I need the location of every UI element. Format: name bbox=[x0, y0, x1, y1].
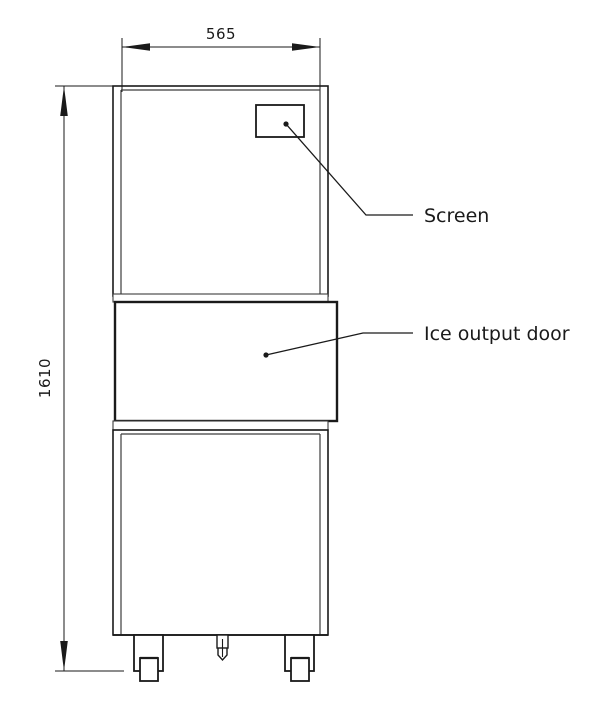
left-leg-foot bbox=[139, 657, 159, 682]
width-dimension-label: 565 bbox=[206, 25, 236, 43]
height-dimension-label: 1610 bbox=[36, 358, 54, 398]
screen-outline[interactable] bbox=[255, 104, 305, 138]
screen-leader-line bbox=[285, 123, 413, 216]
cabinet-body bbox=[112, 85, 339, 682]
lower-cabinet-panel bbox=[112, 429, 329, 636]
right-leg bbox=[284, 634, 315, 682]
ice-door-bottom-rail bbox=[112, 420, 329, 431]
left-leg bbox=[133, 634, 164, 682]
center-drain-fitting bbox=[216, 634, 229, 662]
screen-label: Screen bbox=[424, 205, 489, 227]
ice-output-door-label: Ice output door bbox=[424, 323, 570, 345]
lower-panel-outer bbox=[112, 429, 329, 636]
callout-screen: Screen bbox=[283, 121, 489, 227]
drain-nozzle bbox=[217, 648, 228, 662]
height-arrow-top-icon bbox=[60, 86, 68, 116]
width-dimension-group: 565 bbox=[121, 25, 321, 92]
right-leg-foot bbox=[290, 657, 310, 682]
height-arrow-bottom-icon bbox=[60, 641, 68, 671]
width-arrow-left-icon bbox=[122, 43, 150, 51]
callout-ice-output-door: Ice output door bbox=[263, 323, 570, 358]
ice-door-top-rail bbox=[112, 293, 329, 303]
ice-door-face[interactable] bbox=[113, 300, 339, 423]
screen-rectangle[interactable] bbox=[255, 104, 305, 138]
height-dimension-group: 1610 bbox=[36, 85, 124, 672]
width-arrow-right-icon bbox=[292, 43, 320, 51]
ice-output-door-panel[interactable] bbox=[112, 293, 339, 431]
ice-door-leader-line bbox=[265, 332, 413, 356]
